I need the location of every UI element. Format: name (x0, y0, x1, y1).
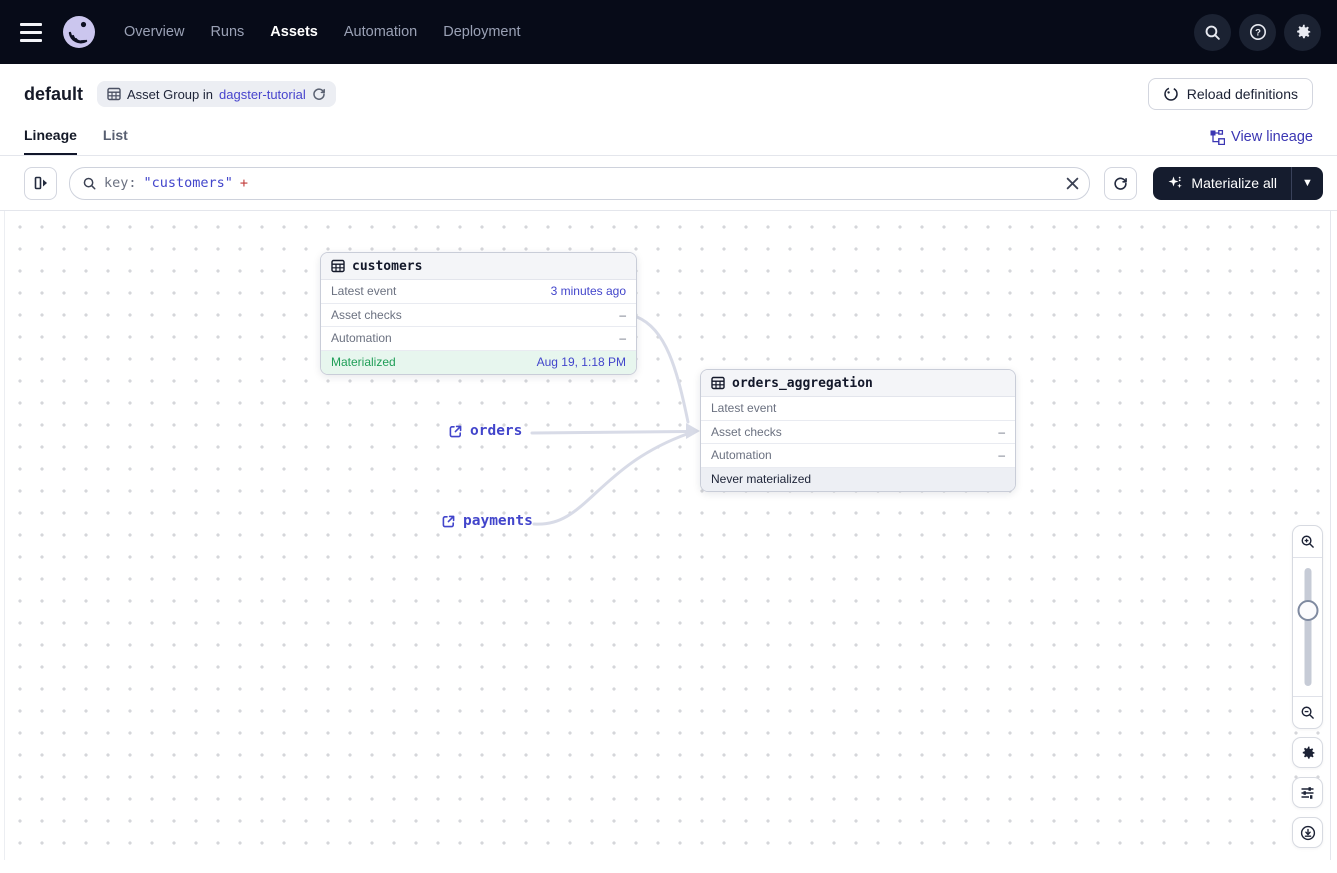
materialize-all-button[interactable]: Materialize all (1153, 167, 1291, 200)
lineage-edges (530, 315, 700, 526)
recenter-view-button[interactable] (1292, 817, 1323, 848)
asset-node-header: orders_aggregation (701, 370, 1015, 397)
svg-text:?: ? (1255, 27, 1261, 38)
zoom-out-button[interactable] (1293, 696, 1322, 728)
tab-bar: Lineage List View lineage (24, 111, 1313, 155)
node-row-never-materialized: Never materialized (701, 467, 1015, 491)
clear-search-icon[interactable] (1066, 177, 1079, 190)
zoom-in-icon (1301, 535, 1314, 548)
graph-toolbar: key: "customers" + Materialize all ▼ (0, 156, 1337, 211)
asset-node-header: customers (321, 253, 636, 280)
menu-icon[interactable] (20, 18, 48, 46)
node-row-materialized: Materialized Aug 19, 1:18 PM (321, 350, 636, 374)
node-row-asset-checks: Asset checks – (701, 421, 1015, 444)
search-token-value: "customers" (143, 175, 233, 191)
zoom-slider-track[interactable] (1304, 568, 1311, 686)
search-token-field: key: (104, 175, 137, 191)
external-asset-payments[interactable]: payments (441, 513, 533, 529)
node-row-latest-event: Latest event 3 minutes ago (321, 280, 636, 304)
refresh-graph-button[interactable] (1104, 166, 1138, 200)
top-nav: Overview Runs Assets Automation Deployme… (0, 0, 1337, 64)
node-row-automation: Automation – (321, 327, 636, 351)
tab-list[interactable]: List (102, 127, 128, 143)
graph-filters-button[interactable] (1292, 777, 1323, 808)
table-icon (331, 259, 345, 273)
latest-event-link[interactable]: 3 minutes ago (550, 284, 626, 299)
search-token-operator: + (239, 175, 249, 191)
zoom-controls (1292, 525, 1323, 729)
asset-group-badge: Asset Group in dagster-tutorial (97, 81, 336, 107)
asset-search-input[interactable]: key: "customers" + (69, 166, 1091, 200)
settings-button[interactable] (1284, 13, 1321, 51)
reload-definitions-button[interactable]: Reload definitions (1147, 78, 1313, 110)
external-asset-label: payments (463, 513, 533, 529)
node-row-automation: Automation – (701, 444, 1015, 468)
table-icon (711, 376, 725, 390)
refresh-icon (1114, 177, 1128, 190)
graph-settings-button[interactable] (1292, 737, 1323, 768)
caret-down-icon: ▼ (1302, 177, 1313, 189)
search-icon (83, 177, 96, 190)
sync-icon[interactable] (312, 87, 326, 101)
external-asset-orders[interactable]: orders (448, 423, 522, 439)
badge-repo-link[interactable]: dagster-tutorial (219, 86, 306, 102)
nav-links: Overview Runs Assets Automation Deployme… (124, 24, 521, 40)
gear-icon (1296, 24, 1311, 39)
asset-node-customers[interactable]: customers Latest event 3 minutes ago Ass… (320, 252, 637, 375)
asset-node-title: orders_aggregation (732, 375, 873, 391)
page-title: default (24, 83, 84, 104)
page-header: default Asset Group in dagster-tutorial … (0, 64, 1337, 156)
zoom-slider-handle[interactable] (1297, 600, 1318, 621)
nav-actions: ? (1194, 13, 1321, 51)
materialize-split-button: Materialize all ▼ (1153, 166, 1323, 200)
table-icon (107, 87, 121, 101)
lineage-canvas[interactable]: customers Latest event 3 minutes ago Ass… (0, 211, 1337, 860)
help-icon: ? (1249, 24, 1266, 40)
search-icon (1205, 25, 1220, 40)
materialize-dropdown-button[interactable]: ▼ (1291, 166, 1323, 200)
right-panel-splitter[interactable] (1330, 211, 1337, 860)
zoom-out-icon (1301, 706, 1314, 719)
external-link-icon (442, 515, 455, 527)
external-link-icon (449, 425, 462, 437)
materialized-date-link[interactable]: Aug 19, 1:18 PM (536, 355, 626, 370)
badge-text: Asset Group in (127, 86, 214, 102)
lineage-graph-icon (1210, 129, 1226, 145)
nav-item-runs[interactable]: Runs (210, 24, 245, 40)
external-asset-label: orders (470, 423, 523, 439)
expand-panel-button[interactable] (24, 166, 57, 200)
help-button[interactable]: ? (1239, 13, 1276, 51)
node-row-asset-checks: Asset checks – (321, 304, 636, 327)
node-row-latest-event: Latest event (701, 397, 1015, 421)
asset-node-orders-aggregation[interactable]: orders_aggregation Latest event Asset ch… (700, 369, 1016, 492)
sliders-icon (1301, 787, 1314, 799)
nav-item-assets[interactable]: Assets (270, 24, 318, 40)
nav-item-overview[interactable]: Overview (124, 24, 185, 40)
download-circle-icon (1300, 825, 1315, 840)
asset-node-title: customers (352, 258, 423, 274)
gear-icon (1302, 746, 1315, 759)
nav-item-automation[interactable]: Automation (343, 24, 418, 40)
zoom-slider[interactable] (1293, 558, 1322, 696)
dagster-logo-icon[interactable] (62, 15, 96, 49)
search-button[interactable] (1194, 13, 1231, 51)
view-lineage-link[interactable]: View lineage (1210, 129, 1313, 155)
sparkle-icon (1168, 176, 1183, 189)
nav-item-deployment[interactable]: Deployment (443, 24, 521, 40)
tab-lineage[interactable]: Lineage (24, 127, 77, 155)
code-location-icon (1163, 87, 1178, 101)
panel-expand-icon (34, 176, 47, 190)
zoom-in-button[interactable] (1293, 526, 1322, 558)
left-panel-splitter[interactable] (0, 211, 5, 860)
